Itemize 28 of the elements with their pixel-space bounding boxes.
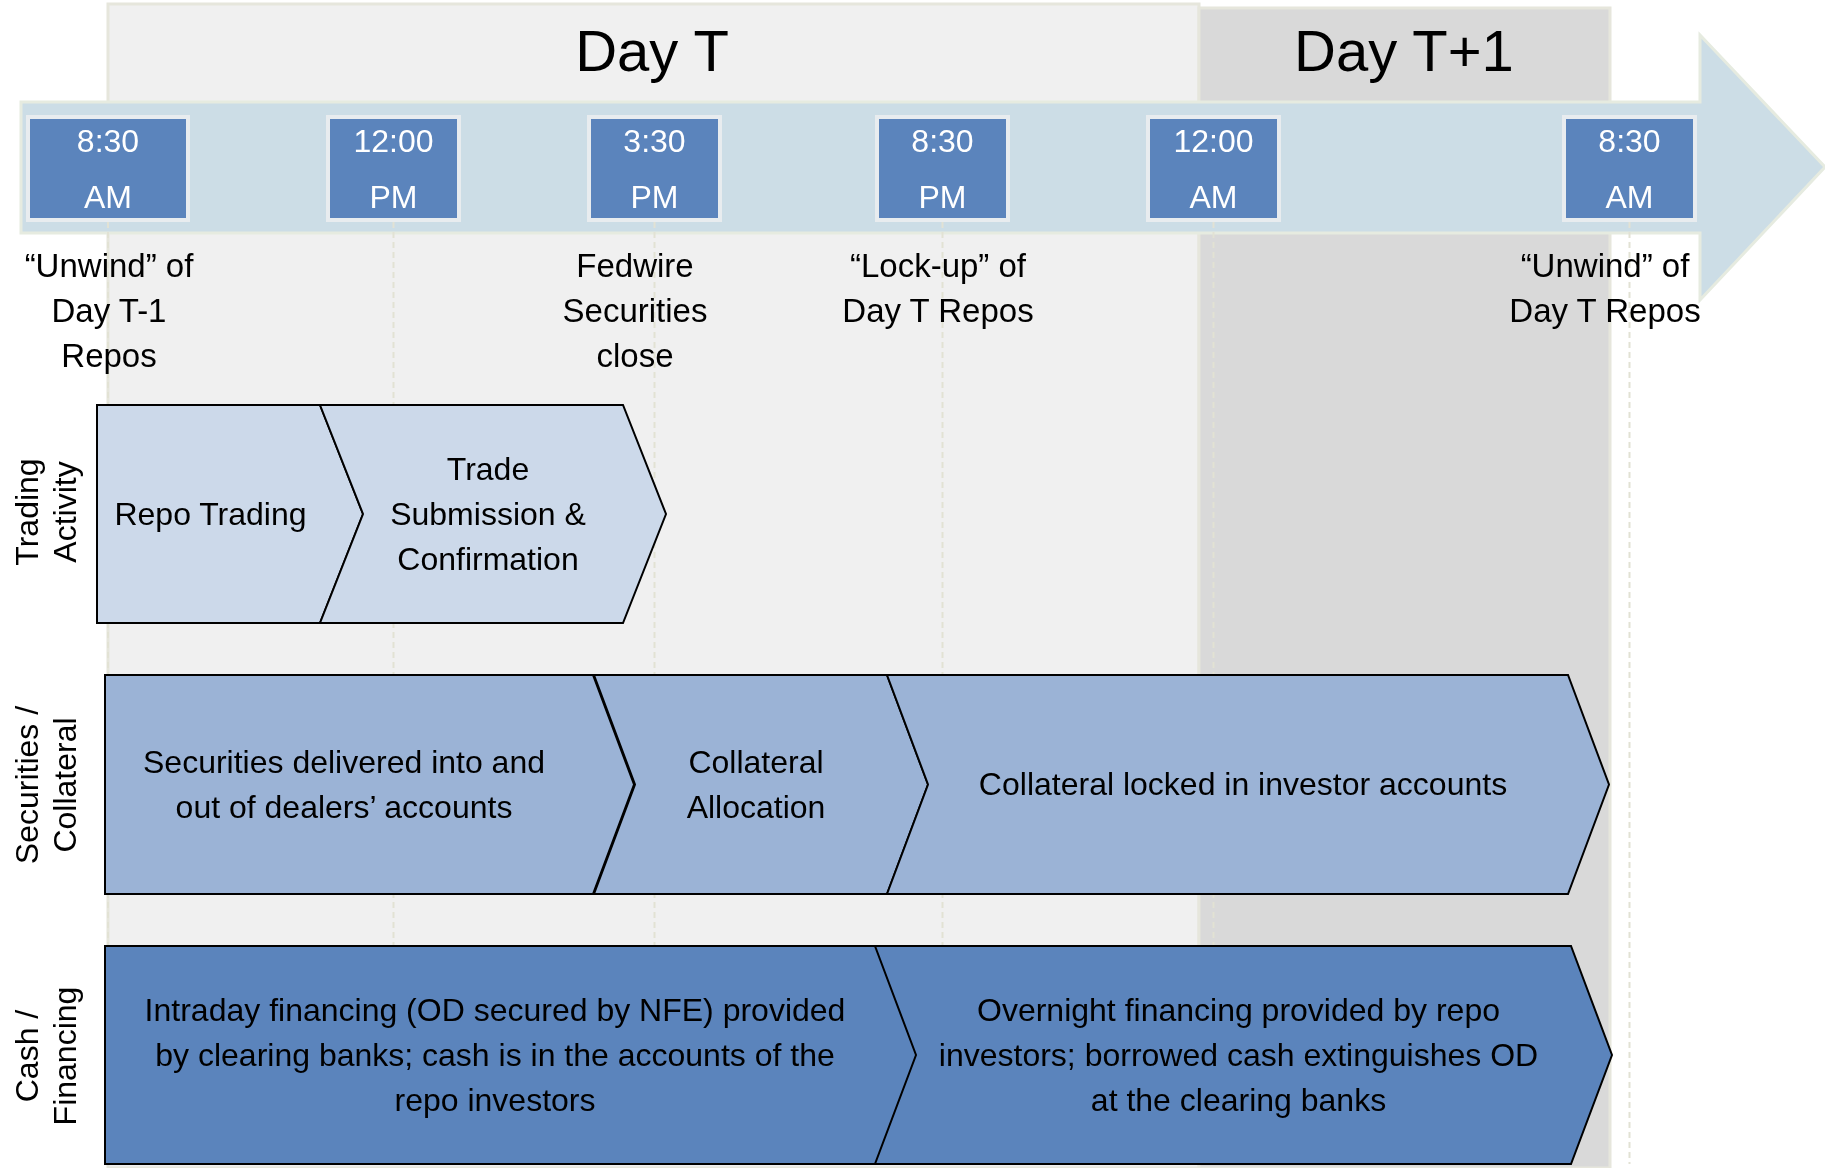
process-step [97,405,363,623]
step-text: Collateral locked in investor accounts [977,765,1509,804]
process-step [594,675,928,894]
step-text: Collateral Allocation [685,742,827,827]
time-box: 12:00 PM [326,115,461,222]
time-box: 12:00 AM [1146,115,1281,222]
step-text: Securities delivered into and out of dealers’ accounts [142,742,546,827]
step-text: Intraday financing (OD secured by NFE) provided by clearing banks; cash is in the accounts of the repo investors [143,990,847,1120]
step-text: Repo Trading [113,494,308,534]
row-label: Cash / Financing [8,985,84,1128]
event-note: “Unwind” of Day T Repos [1508,246,1702,331]
process-step [105,946,875,1164]
row-label: Securities / Collateral [8,704,84,867]
process-step [320,405,666,623]
row-label: Trading Activity [8,457,84,568]
day-heading: Day T+1 [1293,18,1515,84]
step-text: Trade Submission & Confirmation [389,449,587,579]
process-step [105,675,634,894]
time-box: 8:30 AM [26,115,190,222]
event-note: “Lock-up” of Day T Repos [841,246,1035,331]
step-text: Overnight financing provided by repo investors; borrowed cash extinguishes OD at the clearing banks [937,990,1540,1120]
time-box: 8:30 AM [1562,115,1697,222]
day-heading: Day T [574,18,730,84]
event-note: Fedwire Securities close [561,246,709,376]
event-note: “Unwind” of Day T-1 Repos [23,246,195,376]
time-box: 3:30 PM [587,115,722,222]
time-box: 8:30 PM [875,115,1010,222]
process-step [875,946,1612,1164]
